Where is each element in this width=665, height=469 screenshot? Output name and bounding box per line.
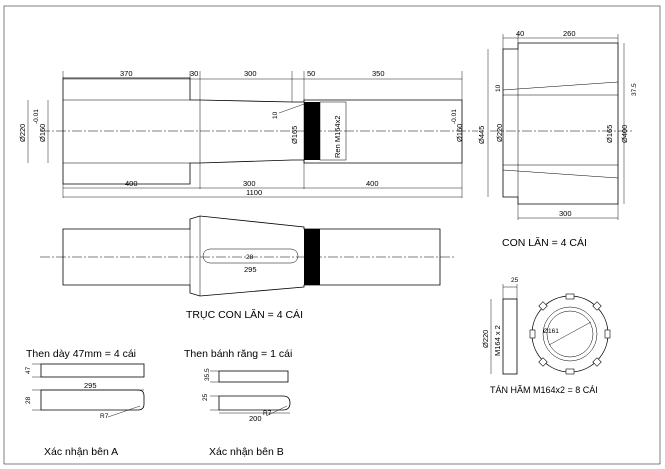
key1-w: 28 xyxy=(25,396,32,404)
roller-dia-220: Ø220 xyxy=(495,124,504,142)
nut-dia-220: Ø220 xyxy=(481,330,490,348)
key2-caption: Then bánh răng = 1 cái xyxy=(184,348,292,360)
dim-30: 30 xyxy=(190,69,198,78)
thread-label: Ren M164x2 xyxy=(333,115,342,158)
key1-drawing: 47 295 28 R7 xyxy=(25,363,145,420)
dia-left-outer: Ø220 xyxy=(18,124,27,142)
dim-300: 300 xyxy=(244,69,257,78)
nut-dim-25: 25 xyxy=(511,277,519,284)
keyway-length: 295 xyxy=(244,265,257,274)
roller-dim-300: 300 xyxy=(559,209,572,218)
key2-drawing: 35.5 25 200 R7 xyxy=(202,368,291,423)
key1-h: 47 xyxy=(25,366,32,374)
dim-370: 370 xyxy=(120,69,133,78)
roller-dia-445: Ø445 xyxy=(477,126,486,144)
key2-w: 25 xyxy=(202,393,209,401)
dim-350: 350 xyxy=(372,69,385,78)
keyway-slot xyxy=(202,248,299,264)
signature-a: Xác nhận bên A xyxy=(44,446,118,458)
roller-dim-260: 260 xyxy=(563,29,576,38)
dia-right: Ø160 xyxy=(455,124,464,142)
roller-dim-10: 10 xyxy=(495,84,502,92)
roller-dia-165: Ø165 xyxy=(605,125,614,143)
shaft-side-view: 370 30 300 50 350 Ø220 -0.01 Ø160 Ø165 1… xyxy=(18,69,478,198)
dia-mid: Ø165 xyxy=(290,126,299,144)
dim-400-left: 400 xyxy=(125,179,138,188)
signature-b: Xác nhận bên B xyxy=(209,446,284,458)
dim-50: 50 xyxy=(307,69,315,78)
roller-dia-400: Ø400 xyxy=(620,125,629,143)
key2-radius: R7 xyxy=(263,410,272,417)
dim-1100: 1100 xyxy=(246,188,262,197)
nut-thread: M164 x 2 xyxy=(493,325,502,356)
nut-dia-161: Ø161 xyxy=(543,328,559,335)
key1-radius: R7 xyxy=(100,413,109,420)
key1-caption: Then dày 47mm = 4 cái xyxy=(26,348,136,360)
roller-dim-40: 40 xyxy=(516,29,524,38)
key1-length: 295 xyxy=(84,381,97,390)
nut-side xyxy=(502,298,518,375)
chamfer-10: 10 xyxy=(272,111,279,119)
dim-400-right: 400 xyxy=(366,179,379,188)
roller-caption: CON LĂN = 4 CÁI xyxy=(502,236,587,249)
shaft-caption: TRỤC CON LĂN = 4 CÁI xyxy=(186,308,303,321)
dia-left-tol: -0.01 xyxy=(33,109,40,124)
roller-dim-37-5: 37.5 xyxy=(631,83,638,96)
dia-right-tol: -0.01 xyxy=(451,109,458,124)
key2-length: 200 xyxy=(249,414,262,423)
keyway-width: 28 xyxy=(246,254,254,261)
roller-view: 40 260 10 37.5 Ø445 Ø220 Ø165 Ø400 300 xyxy=(477,29,638,220)
nut-caption: TÁN HÃM M164x2 = 8 CÁI xyxy=(490,385,598,395)
nut-view: 25 Ø220 M164 x 2 Ø161 xyxy=(481,277,611,375)
drawing-frame xyxy=(3,5,661,465)
key2-h: 35.5 xyxy=(204,368,211,381)
shaft-keyway-view: 28 295 xyxy=(40,215,455,297)
dia-left-inner: Ø160 xyxy=(38,124,47,142)
dim-300-mid: 300 xyxy=(243,179,256,188)
